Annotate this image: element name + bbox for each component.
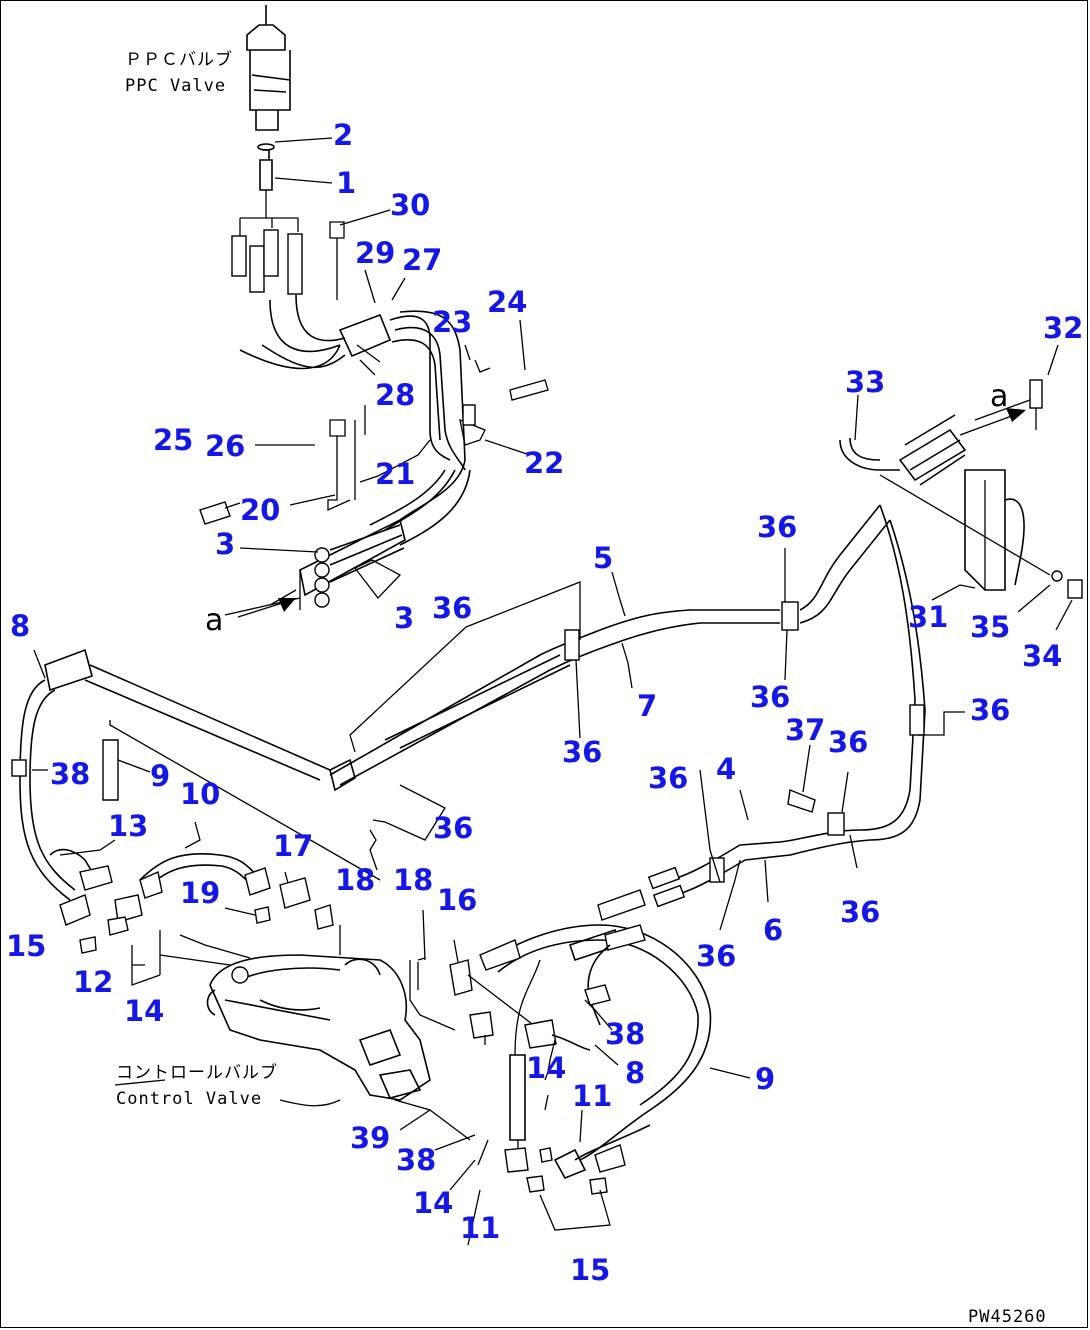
callout-14-bottom: 14 <box>413 1186 453 1220</box>
callout-39: 39 <box>350 1121 390 1155</box>
callout-12: 12 <box>73 965 113 999</box>
callout-38-bottom: 38 <box>396 1143 436 1177</box>
callout-9-right: 9 <box>755 1062 775 1096</box>
drawing-code: PW45260 <box>968 1307 1047 1327</box>
view-a-top-label: a <box>990 379 1008 414</box>
callout-16: 16 <box>437 883 477 917</box>
callout-19: 19 <box>180 876 220 910</box>
callout-18-right: 18 <box>393 863 433 897</box>
hose-bundle-upper <box>239 294 471 546</box>
callout-36-a: 36 <box>432 591 472 625</box>
callout-37: 37 <box>785 713 825 747</box>
callouts: 2 1 30 29 27 23 24 28 25 26 21 22 20 3 3… <box>6 118 1083 1287</box>
control-valve-label-en: Control Valve <box>116 1089 262 1109</box>
view-a-left-label: a <box>205 603 223 638</box>
right-assembly <box>647 379 1083 908</box>
ppc-fittings <box>231 190 345 300</box>
lower-fittings <box>417 889 712 1246</box>
callout-36-g: 36 <box>648 761 688 795</box>
callout-3-lower: 3 <box>394 601 414 635</box>
callout-4: 4 <box>716 752 736 786</box>
pipes-5-7 <box>329 504 891 792</box>
control-valve-label-jp: コントロールバルブ <box>116 1062 278 1083</box>
callout-22: 22 <box>524 446 564 480</box>
callout-5: 5 <box>593 541 613 575</box>
ppc-valve-label-jp: ＰＰＣバルブ <box>125 49 233 70</box>
callout-36-f: 36 <box>828 725 868 759</box>
callout-31: 31 <box>908 600 948 634</box>
callout-3-upper: 3 <box>215 527 235 561</box>
view-arrows <box>237 408 1026 618</box>
callout-15-bottom: 15 <box>570 1253 610 1287</box>
callout-36-j: 36 <box>433 811 473 845</box>
callout-38-left: 38 <box>50 757 90 791</box>
callout-24: 24 <box>487 285 527 319</box>
callout-29: 29 <box>355 236 395 270</box>
callout-35: 35 <box>970 610 1010 644</box>
callout-6: 6 <box>763 913 783 947</box>
callout-36-e: 36 <box>970 693 1010 727</box>
ppc-valve <box>246 5 291 191</box>
callout-21: 21 <box>375 457 415 491</box>
control-valve <box>159 925 471 1141</box>
callout-26: 26 <box>205 429 245 463</box>
callout-34: 34 <box>1022 639 1062 673</box>
callout-33: 33 <box>845 365 885 399</box>
bracket-assembly <box>199 359 549 525</box>
callout-36-b: 36 <box>562 735 602 769</box>
callout-8-right: 8 <box>625 1056 645 1090</box>
callout-36-i: 36 <box>696 939 736 973</box>
callout-15-left: 15 <box>6 929 46 963</box>
callout-8-left: 8 <box>10 609 30 643</box>
callout-20: 20 <box>240 493 280 527</box>
callout-7: 7 <box>637 689 657 723</box>
callout-27: 27 <box>402 243 442 277</box>
callout-10: 10 <box>180 777 220 811</box>
callout-36-h: 36 <box>840 895 880 929</box>
callout-38-right: 38 <box>605 1017 645 1051</box>
callout-23: 23 <box>432 305 472 339</box>
callout-30: 30 <box>390 188 430 222</box>
manifold-block <box>224 518 406 616</box>
callout-32: 32 <box>1043 311 1083 345</box>
callout-36-c: 36 <box>757 510 797 544</box>
callout-11-bottom: 11 <box>460 1211 500 1245</box>
callout-17: 17 <box>273 829 313 863</box>
callout-9-left: 9 <box>150 759 170 793</box>
callout-25: 25 <box>153 423 193 457</box>
callout-14-middle: 14 <box>526 1051 566 1085</box>
callout-36-d: 36 <box>750 680 790 714</box>
ppc-valve-label-en: PPC Valve <box>125 76 226 96</box>
callout-11-right: 11 <box>572 1079 612 1113</box>
callout-1: 1 <box>336 166 356 200</box>
callout-14-left: 14 <box>124 994 164 1028</box>
callout-2: 2 <box>333 118 353 152</box>
left-hoses <box>11 648 381 986</box>
callout-28: 28 <box>375 378 415 412</box>
leader-lines <box>32 137 1073 1191</box>
callout-13: 13 <box>108 809 148 843</box>
callout-18-left: 18 <box>335 863 375 897</box>
